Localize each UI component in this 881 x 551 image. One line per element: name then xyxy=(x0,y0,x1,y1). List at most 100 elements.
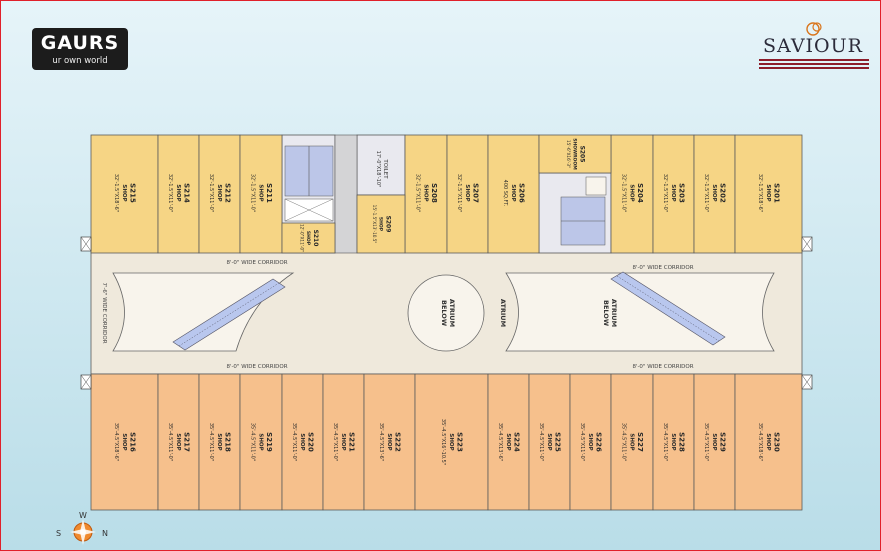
shop-size-label: 32'-1.5"X11'-0" xyxy=(250,174,256,212)
shop-size-label: 35'-4.5"X11'-0" xyxy=(662,423,668,461)
project-logo-emblem-icon xyxy=(806,22,822,36)
shop-type-label: SHOWROOM xyxy=(572,138,578,170)
shop-type-label: SHOP xyxy=(216,433,222,450)
shop-id-label: S221 xyxy=(348,432,356,452)
shop-size-label: 35'-4.5"X18'-6" xyxy=(757,423,763,461)
shop-id-label: S206 xyxy=(518,183,526,203)
atrium-right-label-1: ATRIUM xyxy=(610,299,618,327)
logo-rule-1 xyxy=(759,59,869,61)
shop-type-label: SHOP xyxy=(711,433,717,450)
shop-type-label: SHOP xyxy=(587,433,593,450)
shop-outline xyxy=(281,373,324,511)
shop-size-label: 35'-4.5"X11'-0" xyxy=(538,423,544,461)
shop-type-label: SHOP xyxy=(340,433,346,450)
shop-type-label: SHOP xyxy=(299,433,305,450)
shop-size-label: 35'-4.5"X18'-6" xyxy=(113,423,119,461)
shop-size-label: 12'-0"X11'-0" xyxy=(300,224,305,252)
shop-type-label: SHOP xyxy=(175,184,181,201)
shop-size-label: 35'-4.5"X11'-0" xyxy=(167,423,173,461)
shop-type-label: SHOP xyxy=(216,184,222,201)
shop-id-label: S211 xyxy=(265,183,273,203)
shop-outline xyxy=(734,373,803,511)
shop-size-label: 35'-4.5"X13'-6" xyxy=(378,423,384,461)
shop-id-label: S212 xyxy=(224,183,232,203)
shop-type-label: SHOP xyxy=(629,184,635,201)
shop-size-label: 35'-4.5"X11'-0" xyxy=(579,423,585,461)
shop-type-label: SHOP xyxy=(765,433,771,450)
shop-size-label: 35'-4.5"X11'-0" xyxy=(703,423,709,461)
logo-rule-3 xyxy=(759,67,869,69)
shop-id-label: S228 xyxy=(678,432,686,452)
developer-logo: GAURS ur own world xyxy=(32,28,128,70)
shop-size-label: 35'-4.5"X11'-0" xyxy=(250,423,256,461)
shop-id-label: S203 xyxy=(678,183,686,203)
shop-id-label: S202 xyxy=(719,183,727,203)
shop-size-label: 32'-1.5"X11'-0" xyxy=(703,174,709,212)
shop-type-label: SHOP xyxy=(629,433,635,450)
shop-id-label: S222 xyxy=(394,432,402,452)
corridor-label-lower-left: 8'-0" WIDE CORRIDOR xyxy=(226,364,287,370)
shop-id-label: S207 xyxy=(472,183,480,203)
shop-id-label: S217 xyxy=(183,432,191,452)
shop-outline xyxy=(90,134,159,254)
shop-id-label: S225 xyxy=(554,432,562,452)
escalator-left-icon xyxy=(172,278,286,351)
shop-outline xyxy=(487,373,530,511)
atrium-mid-label: ATRIUM xyxy=(499,299,507,327)
top-shops-row: S215SHOP32'-1.5"X18'-6"S214SHOP32'-1.5"X… xyxy=(90,134,803,254)
shop-size-label: 35'-4.5"X11'-0" xyxy=(332,423,338,461)
shop-size-label: 32'-1.5"X11'-0" xyxy=(415,174,421,212)
shop-id-label: S223 xyxy=(456,432,464,452)
shop-type-label: SHOP xyxy=(765,184,771,201)
shop-size-label: 32'-1.5"X11'-0" xyxy=(208,174,214,212)
shop-id-label: S219 xyxy=(265,432,273,452)
toilet-size: 17'-0"X18'-10" xyxy=(375,151,381,188)
shop-id-label: S220 xyxy=(307,432,315,452)
shop-outline xyxy=(446,134,489,254)
escalator-right-icon xyxy=(610,271,726,346)
shop-outline xyxy=(487,134,540,254)
shop-size-label: 35'-4.5"X16'-10.5" xyxy=(440,419,446,465)
shop-outline xyxy=(693,134,736,254)
shop-type-label: SHOP xyxy=(423,184,429,201)
shop-size-label: 32'-1.5"X11'-0" xyxy=(662,174,668,212)
atrium-circle-label-1: ATRIUM xyxy=(448,299,456,327)
stair-left-icon xyxy=(284,145,334,222)
corridor-label-side: 7'-6" WIDE CORRIDOR xyxy=(101,282,107,343)
shop-type-label: SHOP xyxy=(121,433,127,450)
atrium-right-label-2: BELOW xyxy=(602,300,610,326)
shop-type-label: SHOP xyxy=(670,184,676,201)
